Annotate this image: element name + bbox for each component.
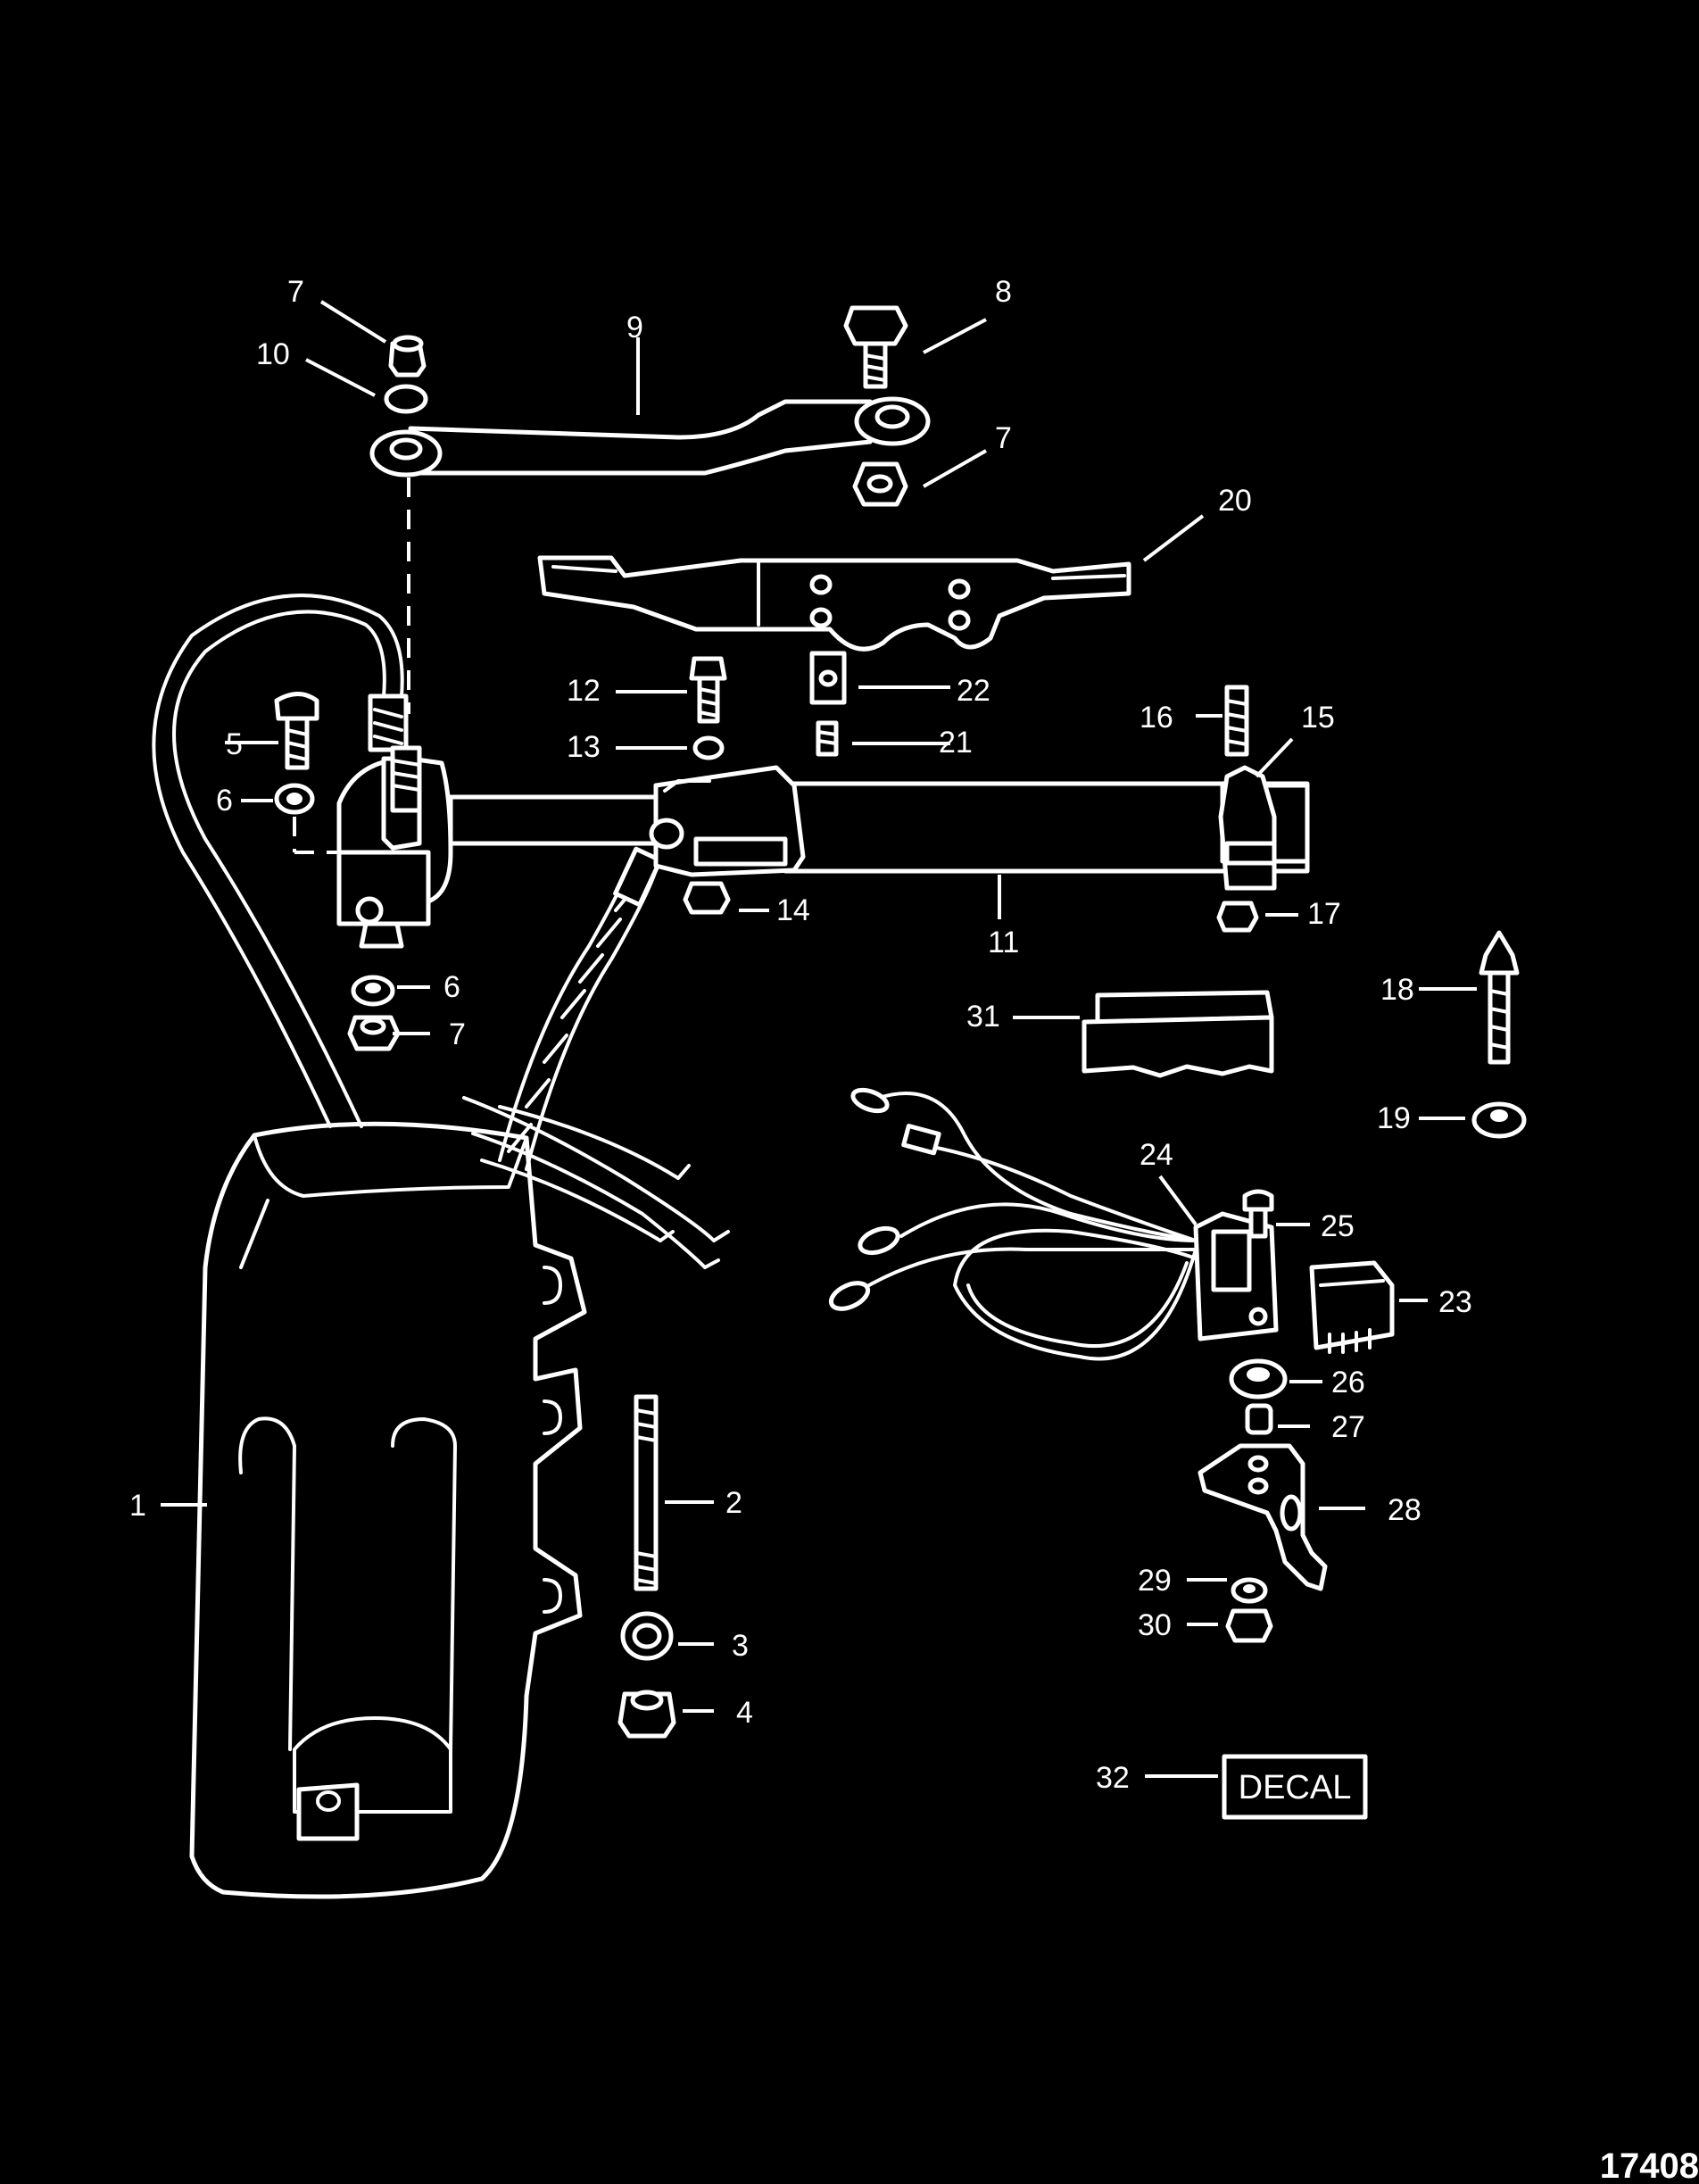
callout-12: 12: [567, 674, 601, 708]
cylinder-left-valve-block: [336, 756, 453, 949]
part-7-nut-bottom: [347, 1015, 401, 1051]
part-5-bolt: [274, 692, 319, 770]
callout-14: 14: [776, 893, 810, 927]
part-8-bolt: [843, 305, 908, 389]
part-14-nut: [683, 881, 731, 915]
part-25-screw: [1242, 1189, 1274, 1239]
figure-number: 17408: [1600, 2147, 1699, 2184]
callout-5: 5: [226, 727, 243, 761]
part-21-screw: [816, 720, 839, 757]
callout-7: 7: [449, 1017, 466, 1051]
callout-3: 3: [732, 1629, 749, 1663]
part-4-nut: [617, 1690, 676, 1739]
part-9-link-arm: [369, 396, 931, 477]
part-11-cylinder: [448, 781, 1310, 874]
callout-7: 7: [995, 421, 1012, 455]
callout-29: 29: [1138, 1564, 1172, 1598]
part-2-stud: [634, 1394, 659, 1591]
part-17-nut: [1216, 901, 1259, 933]
part-6-washer-top: [274, 783, 315, 815]
part-fitting-top: [390, 745, 422, 813]
callout-6: 6: [443, 970, 460, 1004]
callout-11: 11: [988, 926, 1019, 959]
part-20-bracket: [537, 555, 1131, 652]
part-19-spacer: [1471, 1101, 1527, 1139]
decal-label: DECAL: [1239, 1769, 1352, 1806]
part-18-bolt: [1479, 930, 1520, 1065]
part-10-washer: [384, 384, 428, 414]
callout-32: 32: [1096, 1761, 1130, 1795]
part-1-motor-housing: [189, 1121, 587, 1899]
callout-9: 9: [626, 311, 643, 345]
callout-31: 31: [966, 1000, 1000, 1034]
cylinder-center-clamp: [649, 765, 806, 877]
wire-harness: [828, 1087, 1198, 1361]
cylinder-right-clamp: [1218, 765, 1277, 891]
callout-7: 7: [287, 275, 304, 309]
callout-25: 25: [1321, 1209, 1355, 1243]
part-13-washer: [692, 735, 725, 760]
callout-4: 4: [736, 1696, 753, 1730]
hydraulic-hose: [152, 594, 409, 1128]
callout-15: 15: [1301, 701, 1335, 735]
callout-26: 26: [1331, 1366, 1365, 1399]
part-27-sleeve: [1245, 1403, 1273, 1435]
part-23-relay: [1309, 1260, 1395, 1354]
callout-30: 30: [1138, 1608, 1172, 1642]
callout-numbers: 7 10 9 8 7 20 12 22 13 21 16 15 5 6 14 1…: [129, 275, 1472, 1795]
callout-23: 23: [1438, 1285, 1472, 1319]
part-26-grommet: [1229, 1358, 1288, 1399]
callout-2: 2: [725, 1486, 742, 1520]
callout-21: 21: [939, 726, 973, 760]
callout-28: 28: [1388, 1493, 1421, 1527]
callout-8: 8: [995, 275, 1012, 309]
leader-lines: [161, 300, 1477, 1778]
part-32-decal: DECAL: [1222, 1754, 1368, 1820]
callout-22: 22: [957, 674, 990, 708]
part-16-bolt: [1224, 685, 1249, 757]
part-29-washer: [1231, 1577, 1268, 1604]
callout-24: 24: [1140, 1138, 1173, 1172]
wiring-bundle: [462, 846, 730, 1269]
part-30-nut: [1225, 1608, 1273, 1643]
part-12-bolt: [689, 656, 727, 724]
callout-17: 17: [1307, 897, 1341, 931]
part-28-mounting-bracket: [1198, 1443, 1328, 1591]
callout-19: 19: [1377, 1101, 1411, 1135]
callout-6: 6: [216, 784, 233, 818]
callout-1: 1: [129, 1489, 146, 1523]
part-24-connector-block: [1193, 1211, 1279, 1341]
callout-20: 20: [1218, 484, 1252, 518]
callout-10: 10: [256, 337, 290, 371]
callout-27: 27: [1331, 1410, 1365, 1444]
part-3-washer: [620, 1611, 674, 1661]
callout-13: 13: [567, 730, 601, 764]
part-6-washer-bottom: [351, 975, 395, 1007]
part-7-nut-right: [852, 461, 908, 507]
part-31-pad: [1082, 990, 1274, 1078]
callout-16: 16: [1140, 701, 1173, 735]
part-7-nut-top: [388, 335, 427, 378]
callout-18: 18: [1380, 973, 1414, 1007]
part-22-dowel: [809, 651, 847, 705]
